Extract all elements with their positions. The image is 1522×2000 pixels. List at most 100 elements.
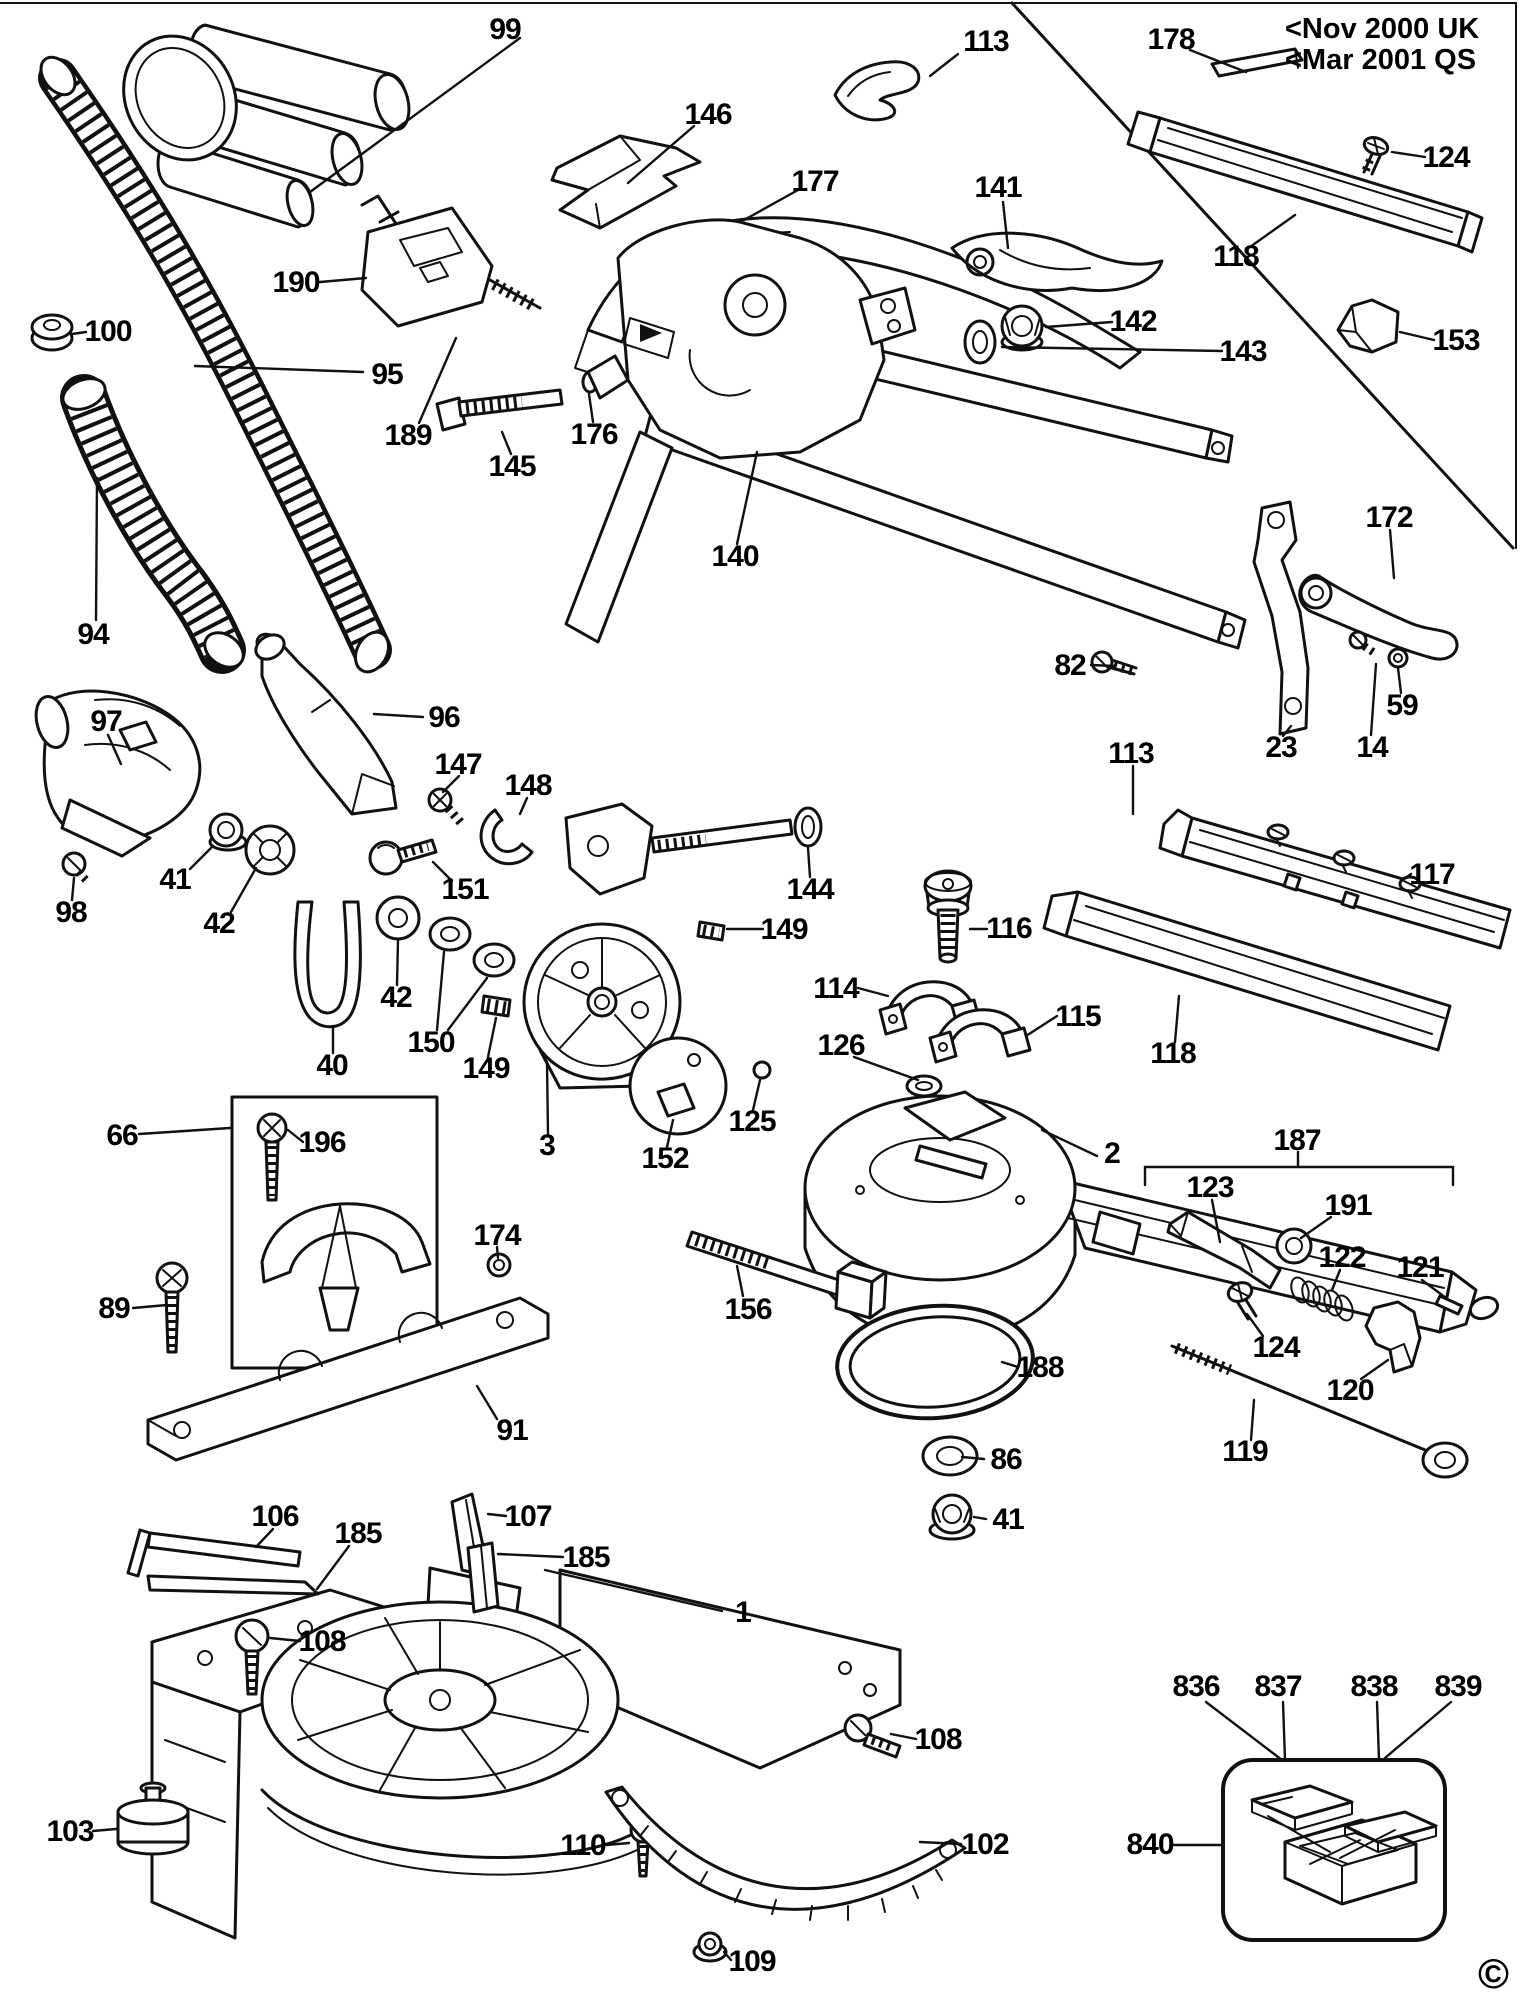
part-label-41: 41 bbox=[159, 863, 191, 896]
revision-note-2: <Mar 2001 QS bbox=[1285, 44, 1477, 76]
knob-141 bbox=[950, 231, 1164, 292]
part-label-145: 145 bbox=[488, 450, 536, 483]
part-label-172: 172 bbox=[1365, 501, 1413, 534]
part-label-119: 119 bbox=[1222, 1435, 1268, 1468]
bolt-116 bbox=[923, 869, 973, 964]
dust-adaptor-99 bbox=[122, 23, 411, 229]
part-label-144: 144 bbox=[786, 873, 834, 906]
nut-142 bbox=[1000, 304, 1044, 352]
part-label-116: 116 bbox=[986, 912, 1032, 945]
bracket-23 bbox=[1252, 500, 1310, 736]
part-label-97: 97 bbox=[90, 705, 122, 738]
part-label-190: 190 bbox=[272, 266, 320, 299]
nut-41-left bbox=[208, 812, 248, 852]
switch-190 bbox=[360, 194, 542, 328]
part-label-839: 839 bbox=[1434, 1670, 1482, 1703]
part-label-89: 89 bbox=[98, 1292, 130, 1325]
part-label-2: 2 bbox=[1104, 1137, 1121, 1170]
part-label-109: 109 bbox=[728, 1945, 776, 1978]
hex-key-106 bbox=[126, 1528, 302, 1578]
latch-146 bbox=[550, 134, 702, 230]
part-label-115: 115 bbox=[1055, 1000, 1101, 1033]
lever-113-top bbox=[833, 60, 921, 122]
hose-95 bbox=[38, 55, 392, 674]
part-label-102: 102 bbox=[961, 1828, 1009, 1861]
screw-108-right bbox=[843, 1713, 902, 1759]
part-label-95: 95 bbox=[371, 358, 403, 391]
part-label-840: 840 bbox=[1126, 1828, 1174, 1861]
part-label-113: 113 bbox=[1108, 737, 1154, 770]
part-label-96: 96 bbox=[428, 701, 460, 734]
scale-arc-102 bbox=[604, 1785, 967, 1921]
part-label-837: 837 bbox=[1254, 1670, 1302, 1703]
disc-152 bbox=[628, 1036, 728, 1136]
part-label-99: 99 bbox=[489, 13, 521, 46]
part-label-174: 174 bbox=[473, 1219, 521, 1252]
fence-118-mid bbox=[1042, 890, 1452, 1052]
part-label-149: 149 bbox=[760, 913, 808, 946]
part-label-91: 91 bbox=[496, 1414, 528, 1447]
screws-117 bbox=[1266, 823, 1422, 899]
part-label-108: 108 bbox=[914, 1723, 962, 1756]
part-label-152: 152 bbox=[641, 1142, 689, 1175]
wrench-185-left bbox=[146, 1574, 320, 1596]
lever-172 bbox=[1298, 573, 1459, 661]
part-label-100: 100 bbox=[84, 315, 132, 348]
fence-rail-118-top bbox=[1126, 110, 1484, 254]
saw-head-140 bbox=[564, 218, 1247, 650]
part-label-148: 148 bbox=[504, 769, 552, 802]
screw-82 bbox=[1090, 650, 1138, 676]
part-label-114: 114 bbox=[813, 972, 859, 1005]
part-label-107: 107 bbox=[504, 1500, 552, 1533]
strip-178 bbox=[1210, 47, 1304, 78]
part-label-196: 196 bbox=[298, 1126, 346, 1159]
revision-note-1: <Nov 2000 UK bbox=[1285, 13, 1480, 45]
washers-150 bbox=[428, 916, 516, 978]
washer-174 bbox=[486, 1252, 512, 1278]
part-label-838: 838 bbox=[1350, 1670, 1398, 1703]
washer-86 bbox=[921, 1435, 979, 1477]
bolt-156 bbox=[685, 1230, 888, 1320]
part-label-14: 14 bbox=[1356, 731, 1388, 764]
washer-143 bbox=[963, 319, 997, 365]
pivot-bracket-3 bbox=[522, 802, 794, 1090]
elbow-97 bbox=[34, 689, 202, 858]
part-label-123: 123 bbox=[1186, 1171, 1234, 1204]
inset-frame bbox=[0, 1, 1517, 550]
oring-125 bbox=[752, 1060, 772, 1080]
part-label-189: 189 bbox=[384, 419, 432, 452]
washer-42-left bbox=[244, 824, 296, 876]
part-label-118: 118 bbox=[1213, 240, 1259, 273]
part-label-156: 156 bbox=[724, 1293, 772, 1326]
leader-lines bbox=[70, 36, 1453, 1962]
part-label-185: 185 bbox=[334, 1517, 382, 1550]
part-label-187: 187 bbox=[1273, 1124, 1321, 1157]
part-label-110: 110 bbox=[560, 1829, 606, 1862]
foot-103 bbox=[116, 1781, 190, 1856]
bracket-153 bbox=[1336, 298, 1400, 354]
part-label-40: 40 bbox=[316, 1049, 348, 1082]
nut-41-mid bbox=[928, 1493, 976, 1541]
part-label-118: 118 bbox=[1150, 1037, 1196, 1070]
part-label-3: 3 bbox=[539, 1129, 556, 1162]
part-label-125: 125 bbox=[728, 1105, 776, 1138]
part-label-143: 143 bbox=[1219, 335, 1267, 368]
oring-188 bbox=[835, 1303, 1035, 1421]
kit-box-66 bbox=[230, 1095, 439, 1370]
part-label-82: 82 bbox=[1054, 649, 1086, 682]
rod-119 bbox=[1170, 1342, 1469, 1479]
part-label-120: 120 bbox=[1326, 1374, 1374, 1407]
part-label-98: 98 bbox=[55, 896, 87, 929]
setscrew-149-left bbox=[480, 994, 512, 1018]
part-label-146: 146 bbox=[684, 98, 732, 131]
part-label-121: 121 bbox=[1396, 1251, 1444, 1284]
part-label-177: 177 bbox=[791, 165, 839, 198]
screw-59-washer-14 bbox=[1348, 630, 1409, 669]
part-label-41: 41 bbox=[992, 1503, 1024, 1536]
part-label-113: 113 bbox=[963, 25, 1009, 58]
screw-147 bbox=[427, 787, 466, 827]
part-label-836: 836 bbox=[1172, 1670, 1220, 1703]
part-label-106: 106 bbox=[251, 1500, 299, 1533]
part-label-124: 124 bbox=[1252, 1331, 1300, 1364]
